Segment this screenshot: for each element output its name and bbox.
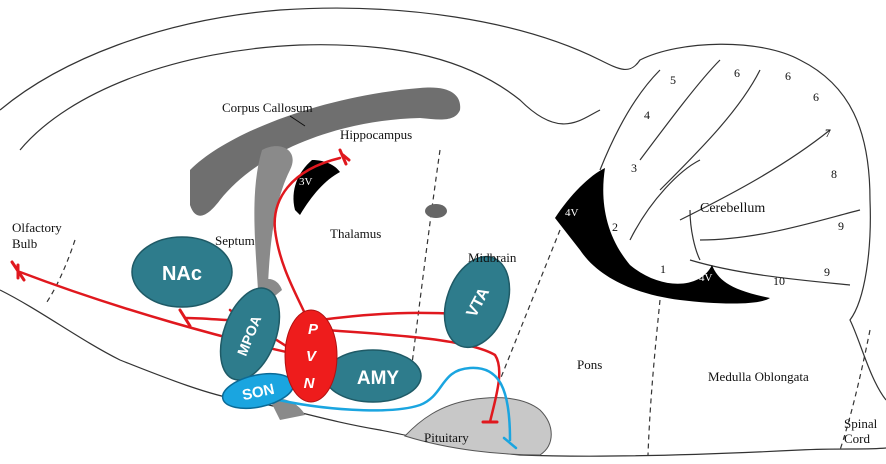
svg-text:Bulb: Bulb — [12, 236, 37, 251]
pvn-p-label: P — [308, 321, 319, 338]
lobule-8: 8 — [831, 167, 837, 181]
lobule-3: 3 — [631, 161, 637, 175]
fornix-shape — [254, 146, 293, 290]
svg-text:Olfactory: Olfactory — [12, 220, 62, 235]
pvn-to-hippocampus-projection — [273, 156, 342, 327]
inner-cortex-line — [19, 44, 601, 151]
fourth-ventricle-lower-label: 4V — [699, 272, 713, 284]
midbrain-label: Midbrain — [468, 250, 517, 265]
son-terminal — [502, 436, 518, 450]
pons-label: Pons — [577, 357, 602, 372]
nucleus-vta: VTA — [443, 255, 511, 349]
nucleus-son: SON — [221, 372, 295, 410]
cerebellum-label: Cerebellum — [700, 201, 765, 216]
mpoa-terminal — [178, 308, 192, 328]
medulla-boundary — [647, 299, 661, 456]
hippocampus-terminal — [338, 148, 351, 166]
nucleus-nac: NAc — [131, 236, 233, 308]
nac-label: NAc — [162, 263, 202, 285]
corpus-callosum-label: Corpus Callosum — [222, 100, 313, 115]
corpus-callosum-shape — [190, 87, 461, 216]
corpus-callosum-pointer — [289, 115, 306, 127]
lobule-10: 10 — [773, 274, 785, 288]
optic-tract-shape — [270, 398, 305, 420]
spinal-cord-label: Spinal Cord — [844, 416, 878, 446]
lobule-4: 4 — [644, 108, 650, 122]
son-to-pituitary-projection — [268, 366, 512, 442]
spinal-boundary — [839, 329, 871, 451]
lobule-1: 1 — [660, 262, 666, 276]
mammillary-mark — [425, 204, 447, 218]
brain-outline — [0, 7, 886, 457]
lobule-5: 5 — [670, 73, 676, 87]
fourth-ventricle-shape — [555, 168, 770, 304]
pituitary-shape — [404, 397, 552, 456]
ventral-outline — [0, 289, 886, 457]
third-ventricle-shape — [293, 160, 340, 215]
midbrain-boundary — [409, 149, 441, 381]
pvn-v-label: V — [306, 348, 318, 365]
pvn-to-pituitary-projection — [323, 328, 501, 424]
lobule-6b: 6 — [785, 69, 791, 83]
lobule-2: 2 — [612, 220, 618, 234]
medulla-label: Medulla Oblongata — [708, 369, 809, 384]
olfactory-bulb-label: Olfactory Bulb — [12, 220, 62, 251]
olfactory-terminal — [10, 260, 26, 282]
nucleus-mpoa: MPOA — [219, 287, 281, 381]
pons-boundary — [499, 229, 561, 381]
septum-label: Septum — [215, 233, 255, 248]
olfactory-boundary — [44, 239, 76, 306]
pvn-to-vta-projection — [318, 311, 462, 322]
blue-projection — [268, 366, 518, 450]
lobule-6c: 6 — [813, 90, 819, 104]
son-label: SON — [241, 381, 276, 404]
svg-text:Spinal: Spinal — [844, 416, 878, 431]
pvn-n-label: N — [304, 375, 316, 392]
lobule-9b: 9 — [824, 265, 830, 279]
anterior-commissure-shape — [258, 278, 282, 300]
third-ventricle-label: 3V — [299, 176, 313, 188]
lobule-9a: 9 — [838, 219, 844, 233]
lobule-7: 7 — [825, 126, 831, 140]
pituitary-label: Pituitary — [424, 430, 469, 445]
nucleus-pvn: P V N — [284, 309, 338, 403]
lobule-6a: 6 — [734, 66, 740, 80]
fourth-ventricle-upper-label: 4V — [565, 207, 579, 219]
cortex-outline — [0, 7, 886, 401]
cerebellum-folia — [599, 59, 861, 286]
hippocampus-label: Hippocampus — [340, 127, 412, 142]
amy-label: AMY — [357, 368, 400, 389]
nucleus-amy: AMY — [324, 349, 422, 403]
svg-text:Cord: Cord — [844, 431, 871, 446]
cerebellar-lobule-numbers: 1 2 3 4 5 6 6 6 7 8 9 9 10 — [612, 66, 844, 288]
thalamus-label: Thalamus — [330, 226, 381, 241]
